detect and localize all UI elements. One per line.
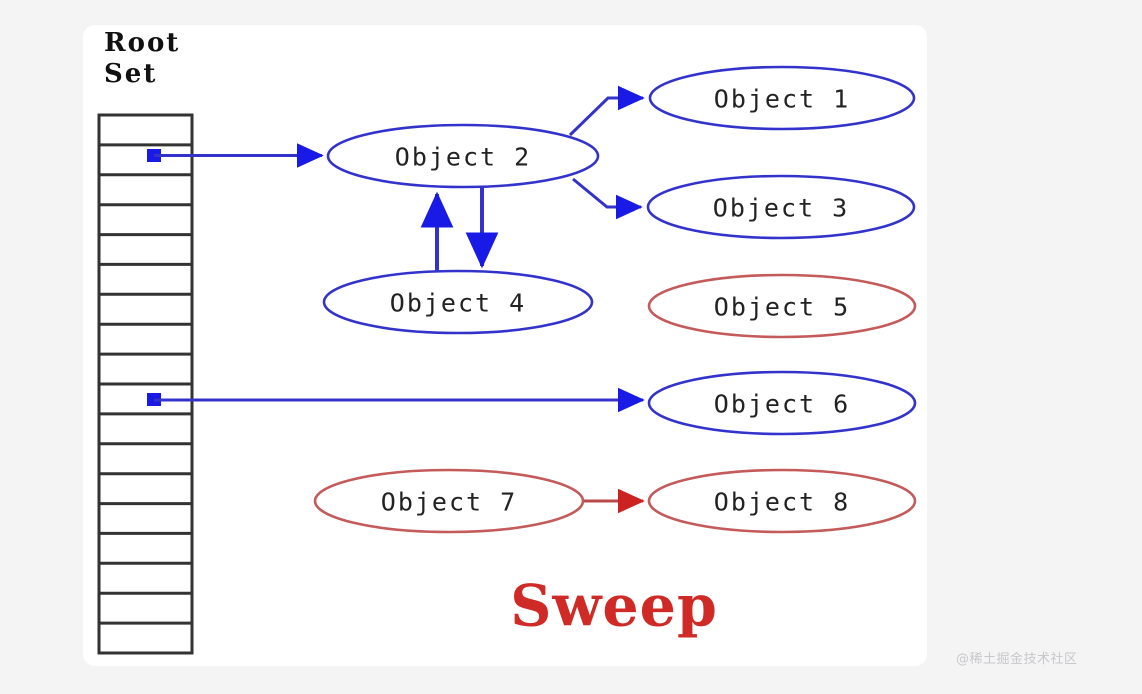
watermark: @稀土掘金技术社区 [956,652,1078,667]
diagram-card [83,25,927,666]
root-set-label: Root Set [104,28,181,89]
